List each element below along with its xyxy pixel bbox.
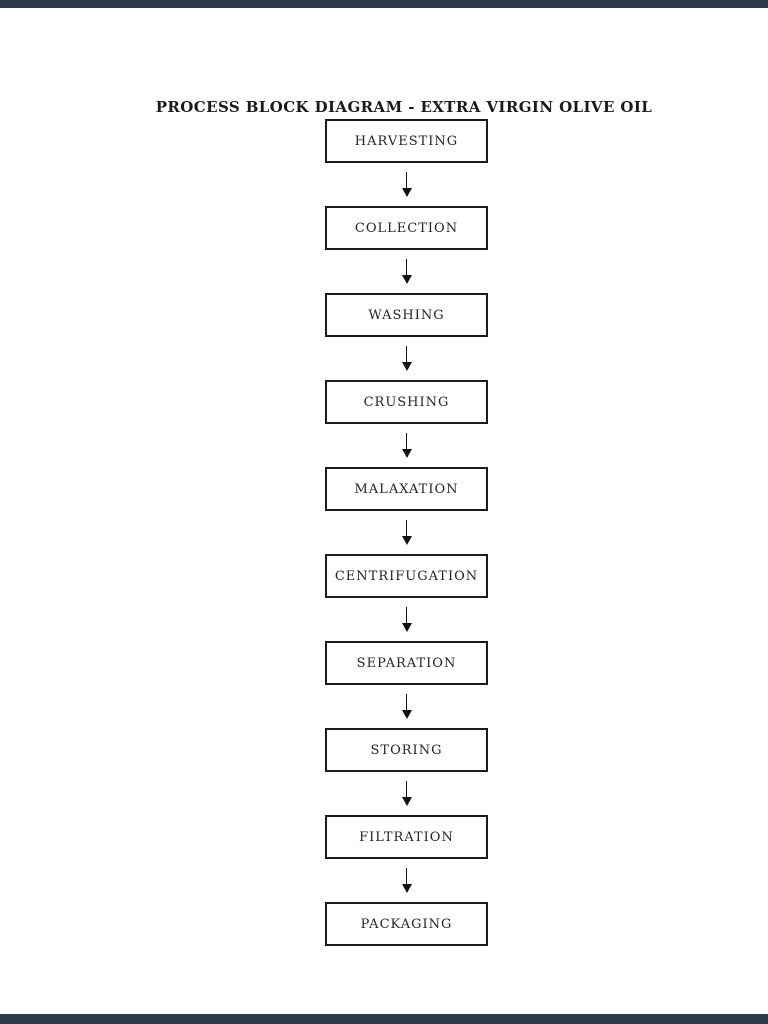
down-arrow-icon [325,772,488,815]
down-arrow-icon [325,337,488,380]
page-title: PROCESS BLOCK DIAGRAM - EXTRA VIRGIN OLI… [155,98,653,117]
down-arrow-icon [325,250,488,293]
process-box: SEPARATION [325,641,488,685]
down-arrow-icon [325,859,488,902]
down-arrow-icon [325,424,488,467]
process-box: CENTRIFUGATION [325,554,488,598]
process-box-label: MALAXATION [354,481,459,497]
down-arrow-icon [325,685,488,728]
down-arrow-icon [325,598,488,641]
process-box: FILTRATION [325,815,488,859]
process-box-label: STORING [370,742,443,758]
process-box-label: CRUSHING [363,394,450,410]
process-box-label: FILTRATION [359,829,454,845]
down-arrow-icon [325,511,488,554]
down-arrow-icon [325,163,488,206]
process-box-label: HARVESTING [354,133,459,149]
process-box: COLLECTION [325,206,488,250]
process-box-label: SEPARATION [356,655,457,671]
process-box: WASHING [325,293,488,337]
process-box: CRUSHING [325,380,488,424]
viewer-top-bar [0,0,768,8]
process-flow-diagram: HARVESTING COLLECTION WASHING CRUSHING M… [325,119,488,946]
viewer-bottom-bar [0,1014,768,1024]
process-box: MALAXATION [325,467,488,511]
process-box: PACKAGING [325,902,488,946]
process-box: STORING [325,728,488,772]
process-box-label: WASHING [368,307,445,323]
process-box: HARVESTING [325,119,488,163]
process-box-label: COLLECTION [354,220,459,236]
process-box-label: PACKAGING [360,916,453,932]
process-box-label: CENTRIFUGATION [334,568,479,584]
